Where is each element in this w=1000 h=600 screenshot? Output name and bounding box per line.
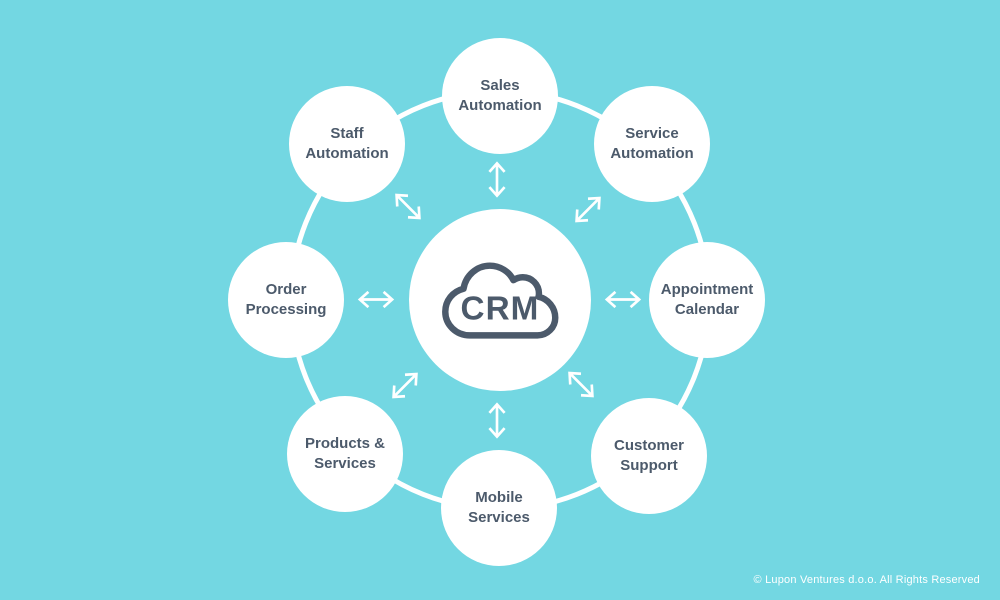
- hub-label: CRM: [461, 290, 540, 327]
- node-label: Sales Automation: [458, 76, 542, 114]
- node-label: Service Automation: [610, 124, 694, 162]
- hub-crm: CRM: [409, 209, 591, 391]
- double-arrow-icon: [561, 364, 601, 404]
- node-appointment-calendar: Appointment Calendar: [649, 242, 765, 358]
- node-mobile-services: Mobile Services: [441, 450, 557, 566]
- node-staff-automation: Staff Automation: [289, 86, 405, 202]
- node-order-processing: Order Processing: [228, 242, 344, 358]
- node-sales-automation: Sales Automation: [442, 38, 558, 154]
- node-customer-support: Customer Support: [591, 398, 707, 514]
- node-label: Staff Automation: [305, 124, 389, 162]
- node-label: Appointment Calendar: [660, 280, 754, 318]
- node-service-automation: Service Automation: [594, 86, 710, 202]
- double-arrow-icon: [357, 290, 395, 309]
- node-label: Products & Services: [304, 434, 385, 472]
- cloud-icon: CRM: [442, 262, 559, 339]
- double-arrow-icon: [568, 189, 608, 229]
- double-arrow-icon: [604, 290, 642, 309]
- node-label: Mobile Services: [468, 488, 530, 526]
- copyright-text: © Lupon Ventures d.o.o. All Rights Reser…: [753, 574, 980, 586]
- double-arrow-icon: [488, 161, 507, 199]
- double-arrow-icon: [388, 186, 428, 226]
- node-label: Customer Support: [613, 436, 684, 474]
- node-label: Order Processing: [245, 280, 327, 318]
- double-arrow-icon: [385, 365, 425, 405]
- node-products-services: Products & Services: [287, 396, 403, 512]
- double-arrow-icon: [488, 402, 507, 440]
